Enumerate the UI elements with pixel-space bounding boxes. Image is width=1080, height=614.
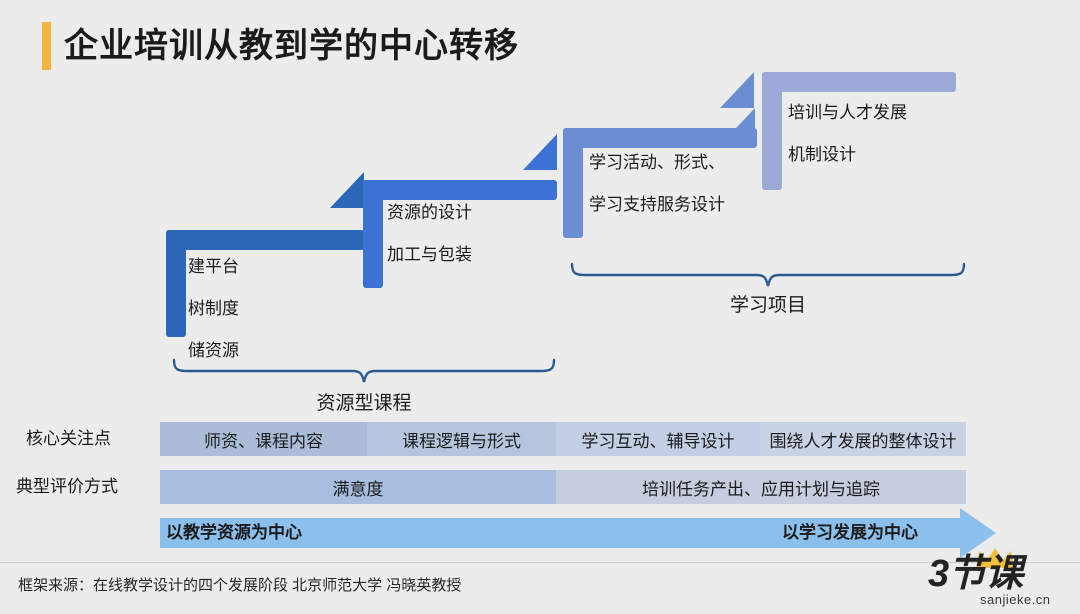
matrix-row-label-core-focus: 核心关注点: [26, 429, 111, 448]
step-riser-triangle-1: [330, 172, 364, 208]
footer-source-text: 框架来源：在线教学设计的四个发展阶段 北京师范大学 冯晓英教授: [18, 577, 462, 594]
watermark-logo: 3节课 sanjieke.cn: [922, 542, 1074, 612]
step-text-group-1: 建平台 树制度 储资源: [188, 256, 239, 362]
step-text-group-2: 资源的设计 加工与包装: [387, 202, 472, 266]
matrix-cell-evaluation-2: 培训任务产出、应用计划与追踪: [556, 470, 966, 504]
step-line: 资源的设计: [387, 203, 472, 222]
arrow-label-right: 以学习发展为中心: [782, 523, 918, 542]
footer-divider: [0, 562, 1080, 563]
step-top-bar-4: [762, 72, 956, 92]
direction-arrow-body: [160, 518, 960, 548]
step-line: 加工与包装: [387, 245, 472, 264]
step-block-1: 建平台 树制度 储资源: [166, 172, 366, 360]
matrix-row-label-evaluation: 典型评价方式: [16, 477, 118, 496]
matrix-cell-core-focus-2: 课程逻辑与形式: [367, 422, 556, 456]
matrix-cell-evaluation-1: 满意度: [160, 470, 556, 504]
arrow-label-left: 以教学资源为中心: [166, 523, 302, 542]
step-line: 树制度: [188, 299, 239, 318]
crown-icon: [976, 548, 1014, 568]
matrix-cell-core-focus-3: 学习互动、辅导设计: [556, 422, 760, 456]
step-riser-triangle-4: [720, 72, 754, 108]
step-top-bar-2: [363, 180, 557, 200]
brace-label-learning-program: 学习项目: [729, 295, 806, 316]
step-side-bar-4: [762, 72, 782, 190]
step-line: 学习活动、形式、: [589, 153, 725, 172]
step-line: 建平台: [188, 257, 239, 276]
step-side-bar-2: [363, 180, 383, 288]
step-riser-triangle-2: [523, 134, 557, 170]
step-line: 储资源: [188, 341, 239, 360]
brace-label-resource-course: 资源型课程: [316, 393, 412, 414]
title-accent-bar: [42, 22, 51, 70]
matrix-cell-core-focus-4: 围绕人才发展的整体设计: [760, 422, 966, 456]
step-text-group-3: 学习活动、形式、 学习支持服务设计: [589, 152, 725, 216]
logo-domain-text: sanjieke.cn: [980, 592, 1051, 607]
matrix-cell-core-focus-1: 师资、课程内容: [160, 422, 367, 456]
step-line: 学习支持服务设计: [589, 195, 725, 214]
step-side-bar-3: [563, 128, 583, 238]
page-title: 企业培训从教到学的中心转移: [64, 27, 519, 65]
step-line: 培训与人才发展: [788, 103, 907, 122]
step-block-4: 培训与人才发展 机制设计: [720, 72, 958, 190]
step-text-group-4: 培训与人才发展 机制设计: [788, 102, 907, 166]
brace-resource-course: [172, 358, 556, 384]
brace-learning-program: [570, 262, 966, 288]
brace-shape-1: [172, 358, 556, 383]
step-top-bar-1: [166, 230, 364, 250]
step-block-2: 资源的设计 加工与包装: [363, 134, 559, 288]
step-block-3: 学习活动、形式、 学习支持服务设计: [563, 108, 759, 238]
step-line: 机制设计: [788, 145, 856, 164]
step-top-bar-3: [563, 128, 757, 148]
brace-shape-2: [570, 262, 966, 287]
step-side-bar-1: [166, 230, 186, 337]
direction-arrow-head: [960, 508, 996, 558]
logo-brand-text: 3节课: [928, 553, 1023, 595]
